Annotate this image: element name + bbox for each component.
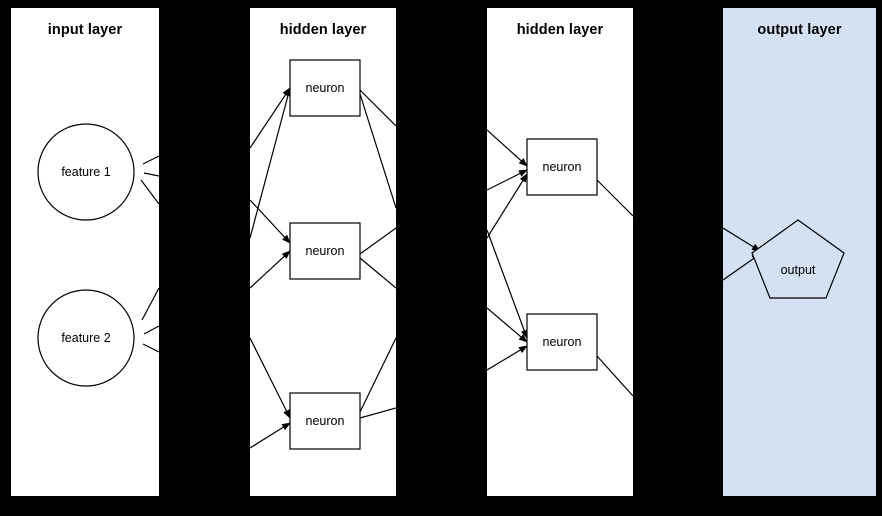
feature-2-label: feature 2 <box>61 331 111 345</box>
edge-out-hidden2-neuron1 <box>596 179 633 217</box>
edge-in-hidden1-neuron3-a <box>250 337 291 419</box>
output-layer-graphics <box>723 219 845 299</box>
panel-input-layer-background <box>11 8 159 496</box>
panel-hidden-layer-1[interactable]: hidden layer neuron neuron neuron <box>250 8 396 496</box>
feature-1-label: feature 1 <box>61 165 111 179</box>
input-layer-graphics <box>37 123 159 387</box>
panel-input-layer[interactable]: input layer feature 1 feature 2 <box>11 8 159 496</box>
hidden2-neuron-2-box <box>526 313 598 371</box>
hidden1-neuron-2-label: neuron <box>305 244 345 258</box>
hidden1-neuron-1-box <box>289 59 361 117</box>
hidden1-neuron-3-box <box>289 392 361 450</box>
panel-title-output-layer: output layer <box>757 22 842 38</box>
edge-feature2-to-hidden1-neuron2 <box>143 325 159 335</box>
edge-in-hidden1-neuron1-b <box>250 87 292 239</box>
edge-in-hidden2-neuron2-a <box>487 229 528 339</box>
edge-in-hidden1-neuron3-b <box>250 422 291 449</box>
edge-out-hidden1-neuron1-a <box>359 89 396 127</box>
hidden-layer-2-graphics <box>487 129 633 397</box>
edge-feature1-to-hidden1-neuron2 <box>143 172 159 177</box>
feature-1-circle <box>37 123 135 221</box>
edge-in-hidden2-neuron1-b <box>487 169 528 191</box>
output-node-label: output <box>780 263 816 277</box>
edge-in-hidden2-neuron2-d <box>487 345 528 371</box>
hidden2-neuron-2-label: neuron <box>542 335 582 349</box>
edge-out-hidden1-neuron3-a <box>359 337 396 413</box>
edge-in-hidden1-neuron2-a <box>250 199 291 244</box>
hidden1-neuron-3-label: neuron <box>305 414 345 428</box>
edge-in-hidden2-neuron2-b <box>487 307 528 343</box>
edge-in-hidden1-neuron2-b <box>250 250 291 289</box>
edge-out-hidden1-neuron2-b <box>359 257 396 289</box>
edge-in-output-a <box>723 227 761 252</box>
panel-output-layer[interactable]: output layer output <box>723 8 876 496</box>
edge-in-hidden1-neuron1-a <box>250 87 291 149</box>
edge-out-hidden1-neuron2-a <box>359 227 396 255</box>
edge-out-hidden1-neuron3-b <box>359 407 396 419</box>
output-pentagon <box>751 219 845 299</box>
panel-hidden-layer-2-background <box>487 8 633 496</box>
edge-out-hidden1-neuron1-b <box>359 93 396 209</box>
edge-in-hidden2-neuron1-a <box>487 129 528 167</box>
edge-feature1-to-hidden1-neuron3 <box>140 179 159 205</box>
feature-2-circle <box>37 289 135 387</box>
edge-feature1-to-hidden1-neuron1 <box>142 155 159 165</box>
hidden-layer-1-graphics <box>250 59 396 450</box>
edge-feature2-to-hidden1-neuron3 <box>142 343 159 353</box>
edge-out-hidden2-neuron2 <box>596 355 633 397</box>
hidden1-neuron-2-box <box>289 222 361 280</box>
edge-feature2-to-hidden1-neuron1 <box>141 287 159 321</box>
panel-title-input-layer: input layer <box>47 22 123 38</box>
panel-title-hidden-layer-2: hidden layer <box>516 22 604 38</box>
hidden2-neuron-1-label: neuron <box>542 160 582 174</box>
panel-title-hidden-layer-1: hidden layer <box>279 22 367 38</box>
edge-in-hidden2-neuron2-c <box>487 173 528 239</box>
panel-hidden-layer-2[interactable]: hidden layer neuron neuron <box>487 8 633 496</box>
hidden1-neuron-1-label: neuron <box>305 81 345 95</box>
hidden2-neuron-1-box <box>526 138 598 196</box>
